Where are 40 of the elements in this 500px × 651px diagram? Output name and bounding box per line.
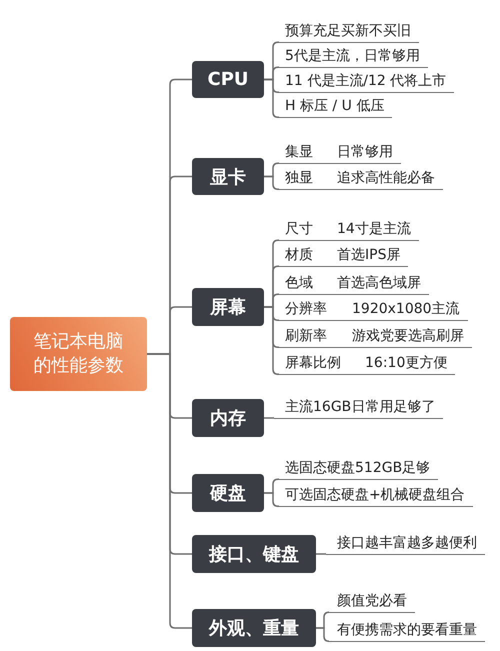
topic-description: 1920x1080主流 [352, 300, 460, 318]
topic-box: 外观、重量 [192, 609, 316, 647]
connector-line [264, 492, 280, 507]
topic-box: 接口、键盘 [192, 535, 316, 573]
topic-label: 集显 [285, 142, 314, 160]
topic-description: 14寸是主流 [337, 220, 411, 238]
topic-box: CPU [192, 61, 264, 98]
topic-description: 首选IPS屏 [337, 246, 400, 264]
underlined-topic: 颜值党必看 [329, 589, 415, 613]
underlined-topic: 有便携需求的要看重量 [329, 618, 485, 642]
underlined-topic: 主流16GB日常用足够了 [274, 395, 444, 419]
underlined-topic: 接口越丰富越多越便利 [326, 531, 485, 555]
topic-label: 刷新率 [285, 326, 328, 344]
topic-label: 尺寸 [285, 220, 314, 238]
connector-line [264, 417, 274, 419]
underlined-topic: 5代是主流，日常够用 [279, 44, 428, 68]
underlined-topic: 可选固态硬盘+机械硬盘组合 [279, 483, 473, 507]
topic-description: 首选高色域屏 [337, 274, 421, 292]
connector-line [264, 176, 280, 190]
connector-line [147, 353, 192, 629]
connector-line [316, 627, 330, 642]
topic-description: 游戏党要选高刷屏 [352, 326, 464, 344]
topic-box: 显卡 [192, 158, 264, 195]
topic-label: 屏幕比例 [285, 354, 342, 372]
topic-box: 屏幕 [192, 288, 264, 326]
topic-box: 硬盘 [192, 474, 264, 512]
topic-description: 追求高性能必备 [337, 168, 435, 186]
topic-label: 独显 [285, 168, 314, 186]
topic-box: 内存 [192, 399, 264, 437]
underlined-topic: 11 代是主流/12 代将上市 [279, 69, 454, 93]
topic-label: 材质 [285, 246, 314, 264]
topic-description: 日常够用 [337, 142, 393, 160]
central-topic-box: 笔记本电脑的性能参数 [10, 317, 147, 391]
topic-description: 16:10更方便 [365, 354, 448, 372]
topic-label: 色域 [285, 274, 314, 292]
underlined-topic: H 标压 / U 低压 [279, 94, 392, 118]
underlined-topic: 预算充足买新不买旧 [279, 19, 419, 43]
underlined-topic: 选固态硬盘512GB足够 [279, 456, 438, 480]
topic-label: 分辨率 [285, 300, 328, 318]
connector-line [316, 553, 326, 555]
